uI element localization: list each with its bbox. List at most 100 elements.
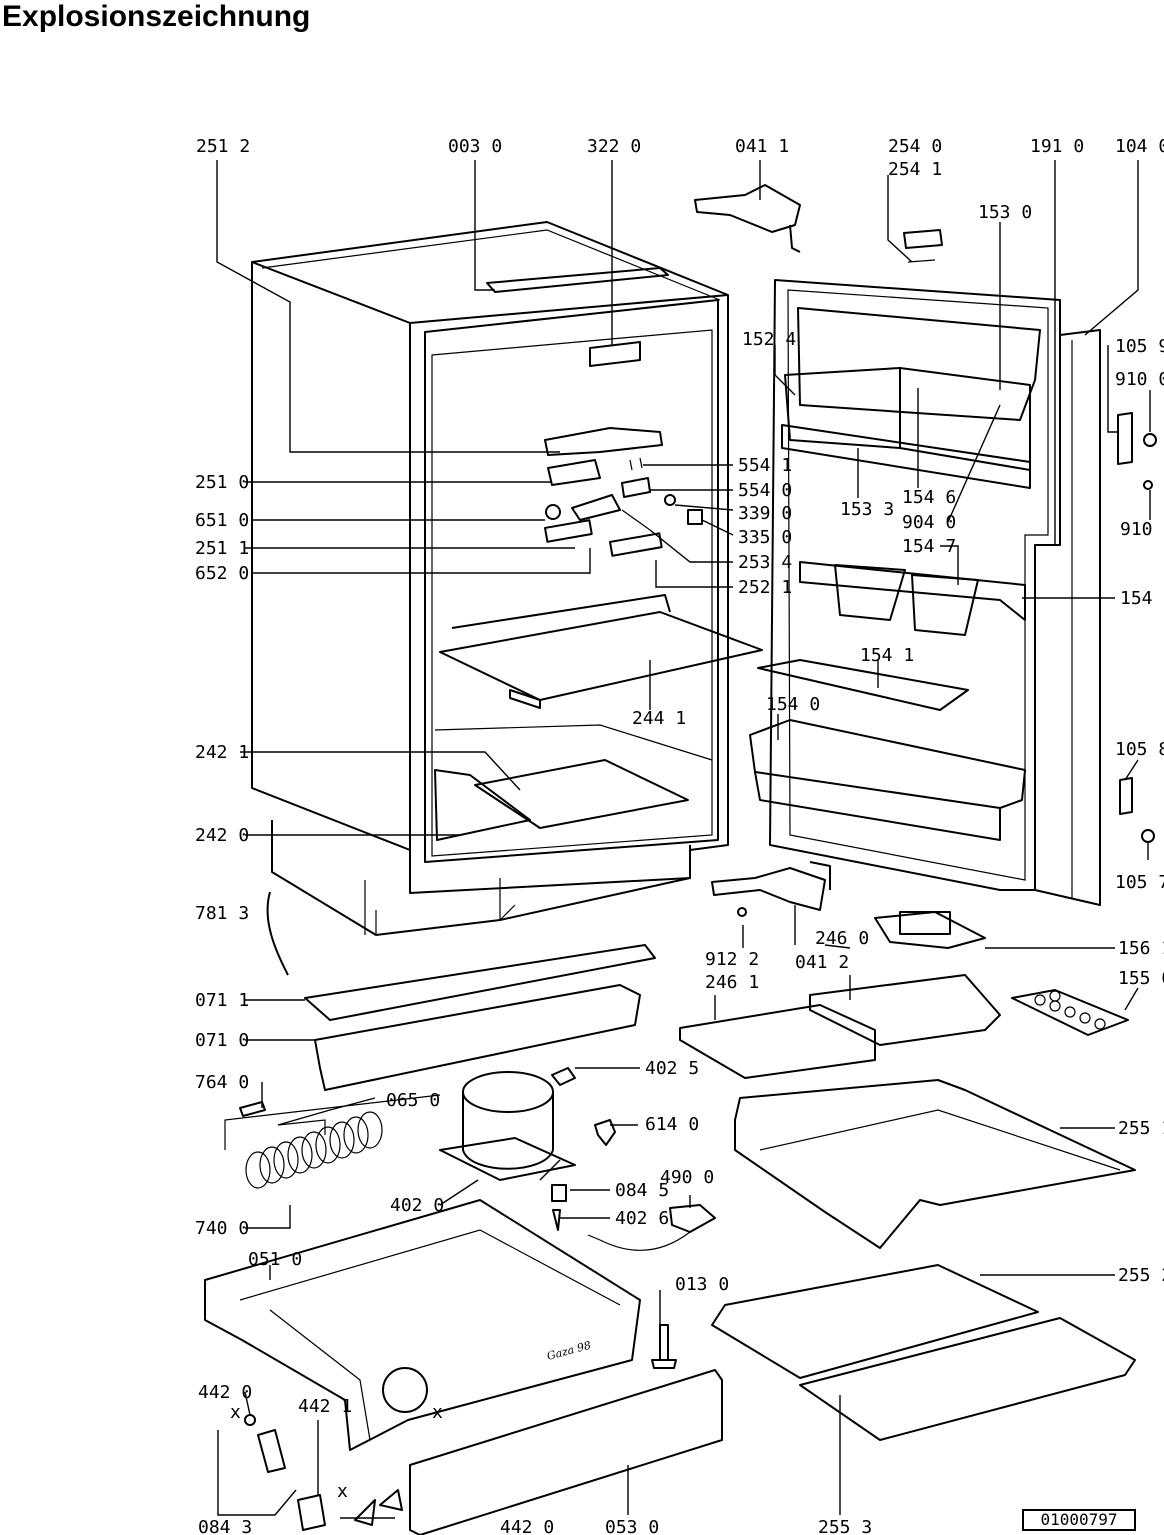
knob-3350 bbox=[687, 509, 703, 525]
crisper-2421 bbox=[474, 759, 689, 829]
block-1561 bbox=[899, 911, 951, 935]
label-1548: 154 8 bbox=[1120, 588, 1164, 609]
label-4421: 442 1 bbox=[298, 1396, 352, 1417]
cover-2540 bbox=[903, 229, 943, 249]
label-1910: 191 0 bbox=[1030, 136, 1084, 157]
lamp-housing bbox=[544, 427, 663, 456]
cover-0711 bbox=[304, 944, 656, 1021]
crisper-2420 bbox=[434, 769, 531, 841]
label-1546: 154 6 bbox=[902, 487, 956, 508]
label-1059: 105 9 bbox=[1115, 336, 1164, 357]
label-0530: 053 0 bbox=[605, 1517, 659, 1535]
drain-hose-7813 bbox=[266, 891, 289, 976]
part-labels: 251 2 003 0 322 0 041 1 254 0 254 1 191 … bbox=[195, 136, 1164, 1535]
screw-1057 bbox=[1141, 829, 1155, 843]
freezer-shelf-2460 bbox=[809, 974, 1001, 1046]
tray-1561 bbox=[874, 911, 986, 949]
clip-5541 bbox=[629, 457, 643, 471]
mark-x-left: x bbox=[230, 1402, 241, 1423]
label-6510: 651 0 bbox=[195, 510, 249, 531]
label-0030: 003 0 bbox=[448, 136, 502, 157]
glass-shelf-2553 bbox=[799, 1317, 1136, 1441]
label-0411: 041 1 bbox=[735, 136, 789, 157]
label-1547: 154 7 bbox=[902, 536, 956, 557]
cover-0710 bbox=[314, 984, 641, 1091]
fan-blade bbox=[354, 1489, 403, 1526]
screw-9122 bbox=[737, 907, 747, 917]
page-title: Explosionszeichnung bbox=[2, 0, 311, 33]
lamp-cover bbox=[547, 459, 601, 486]
hinge-0411 bbox=[694, 184, 801, 233]
rod-2534 bbox=[621, 509, 651, 531]
fan-shroud bbox=[382, 1367, 428, 1413]
fan-bracket bbox=[297, 1494, 326, 1531]
label-1561: 156 1 bbox=[1118, 938, 1164, 959]
egg-tray-1550 bbox=[1011, 989, 1129, 1036]
label-1550: 155 0 bbox=[1118, 968, 1164, 989]
mark-x-frame: x bbox=[432, 1402, 443, 1423]
label-2420: 242 0 bbox=[195, 825, 249, 846]
label-2441: 244 1 bbox=[632, 708, 686, 729]
label-3390: 339 0 bbox=[738, 503, 792, 524]
label-0650: 065 0 bbox=[386, 1090, 440, 1111]
glass-shelf-2551 bbox=[734, 1079, 1136, 1249]
document-id-box: 01000797 bbox=[1022, 1509, 1136, 1531]
mark-x-fan: x bbox=[337, 1481, 348, 1502]
label-6140: 614 0 bbox=[645, 1114, 699, 1135]
switch-5540 bbox=[621, 477, 651, 498]
label-2534: 253 4 bbox=[738, 552, 792, 573]
shelf-2441 bbox=[439, 611, 763, 701]
label-4020: 402 0 bbox=[390, 1195, 444, 1216]
label-9101: 910 1 bbox=[1120, 519, 1164, 540]
compressor bbox=[439, 1071, 576, 1181]
filter-7640 bbox=[239, 1101, 266, 1117]
label-2541: 254 1 bbox=[888, 159, 942, 180]
label-4026: 402 6 bbox=[615, 1208, 669, 1229]
kick-plate-0530 bbox=[409, 1369, 723, 1535]
label-1530: 153 0 bbox=[978, 202, 1032, 223]
label-0710: 071 0 bbox=[195, 1030, 249, 1051]
label-2521: 252 1 bbox=[738, 577, 792, 598]
label-0412: 041 2 bbox=[795, 952, 849, 973]
label-1541: 154 1 bbox=[860, 645, 914, 666]
dairy-compartment bbox=[797, 307, 1041, 421]
label-2511: 251 1 bbox=[195, 538, 249, 559]
label-1540: 154 0 bbox=[766, 694, 820, 715]
fan-nut bbox=[244, 1414, 256, 1426]
label-2510: 251 0 bbox=[195, 472, 249, 493]
label-1058: 105 8 bbox=[1115, 739, 1164, 760]
top-bracket-0030 bbox=[486, 267, 669, 293]
mains-plug bbox=[669, 1204, 716, 1233]
label-4420-bottom: 442 0 bbox=[500, 1517, 554, 1535]
bottle-rail bbox=[757, 659, 969, 711]
shelf-back bbox=[451, 594, 671, 629]
screw-9100 bbox=[1143, 433, 1157, 447]
label-4420-top: 442 0 bbox=[198, 1382, 252, 1403]
label-9122: 912 2 bbox=[705, 949, 759, 970]
label-0845: 084 5 bbox=[615, 1180, 669, 1201]
door-tray bbox=[749, 719, 1026, 809]
label-4900: 490 0 bbox=[660, 1167, 714, 1188]
cabinet-body bbox=[251, 221, 729, 936]
mains-cable bbox=[587, 1231, 691, 1252]
label-3220: 322 0 bbox=[587, 136, 641, 157]
label-5540: 554 0 bbox=[738, 480, 792, 501]
label-1524: 152 4 bbox=[742, 329, 796, 350]
label-2460: 246 0 bbox=[815, 928, 869, 949]
label-2553: 255 3 bbox=[818, 1517, 872, 1535]
egg-tray-cups bbox=[1034, 990, 1106, 1030]
hinge-0412 bbox=[711, 867, 826, 911]
egg-box-right bbox=[911, 574, 979, 636]
glass-shelf-2552 bbox=[711, 1264, 1039, 1379]
label-0130: 013 0 bbox=[675, 1274, 729, 1295]
condenser-coil bbox=[224, 1094, 441, 1189]
spring-3390 bbox=[664, 494, 676, 506]
leader-lines bbox=[216, 146, 1151, 1519]
label-2552: 255 2 bbox=[1118, 1265, 1164, 1286]
label-2512: 251 2 bbox=[196, 136, 250, 157]
base-frame bbox=[204, 1199, 641, 1451]
label-5541: 554 1 bbox=[738, 455, 792, 476]
clip-4025 bbox=[551, 1067, 576, 1086]
label-4025: 402 5 bbox=[645, 1058, 699, 1079]
